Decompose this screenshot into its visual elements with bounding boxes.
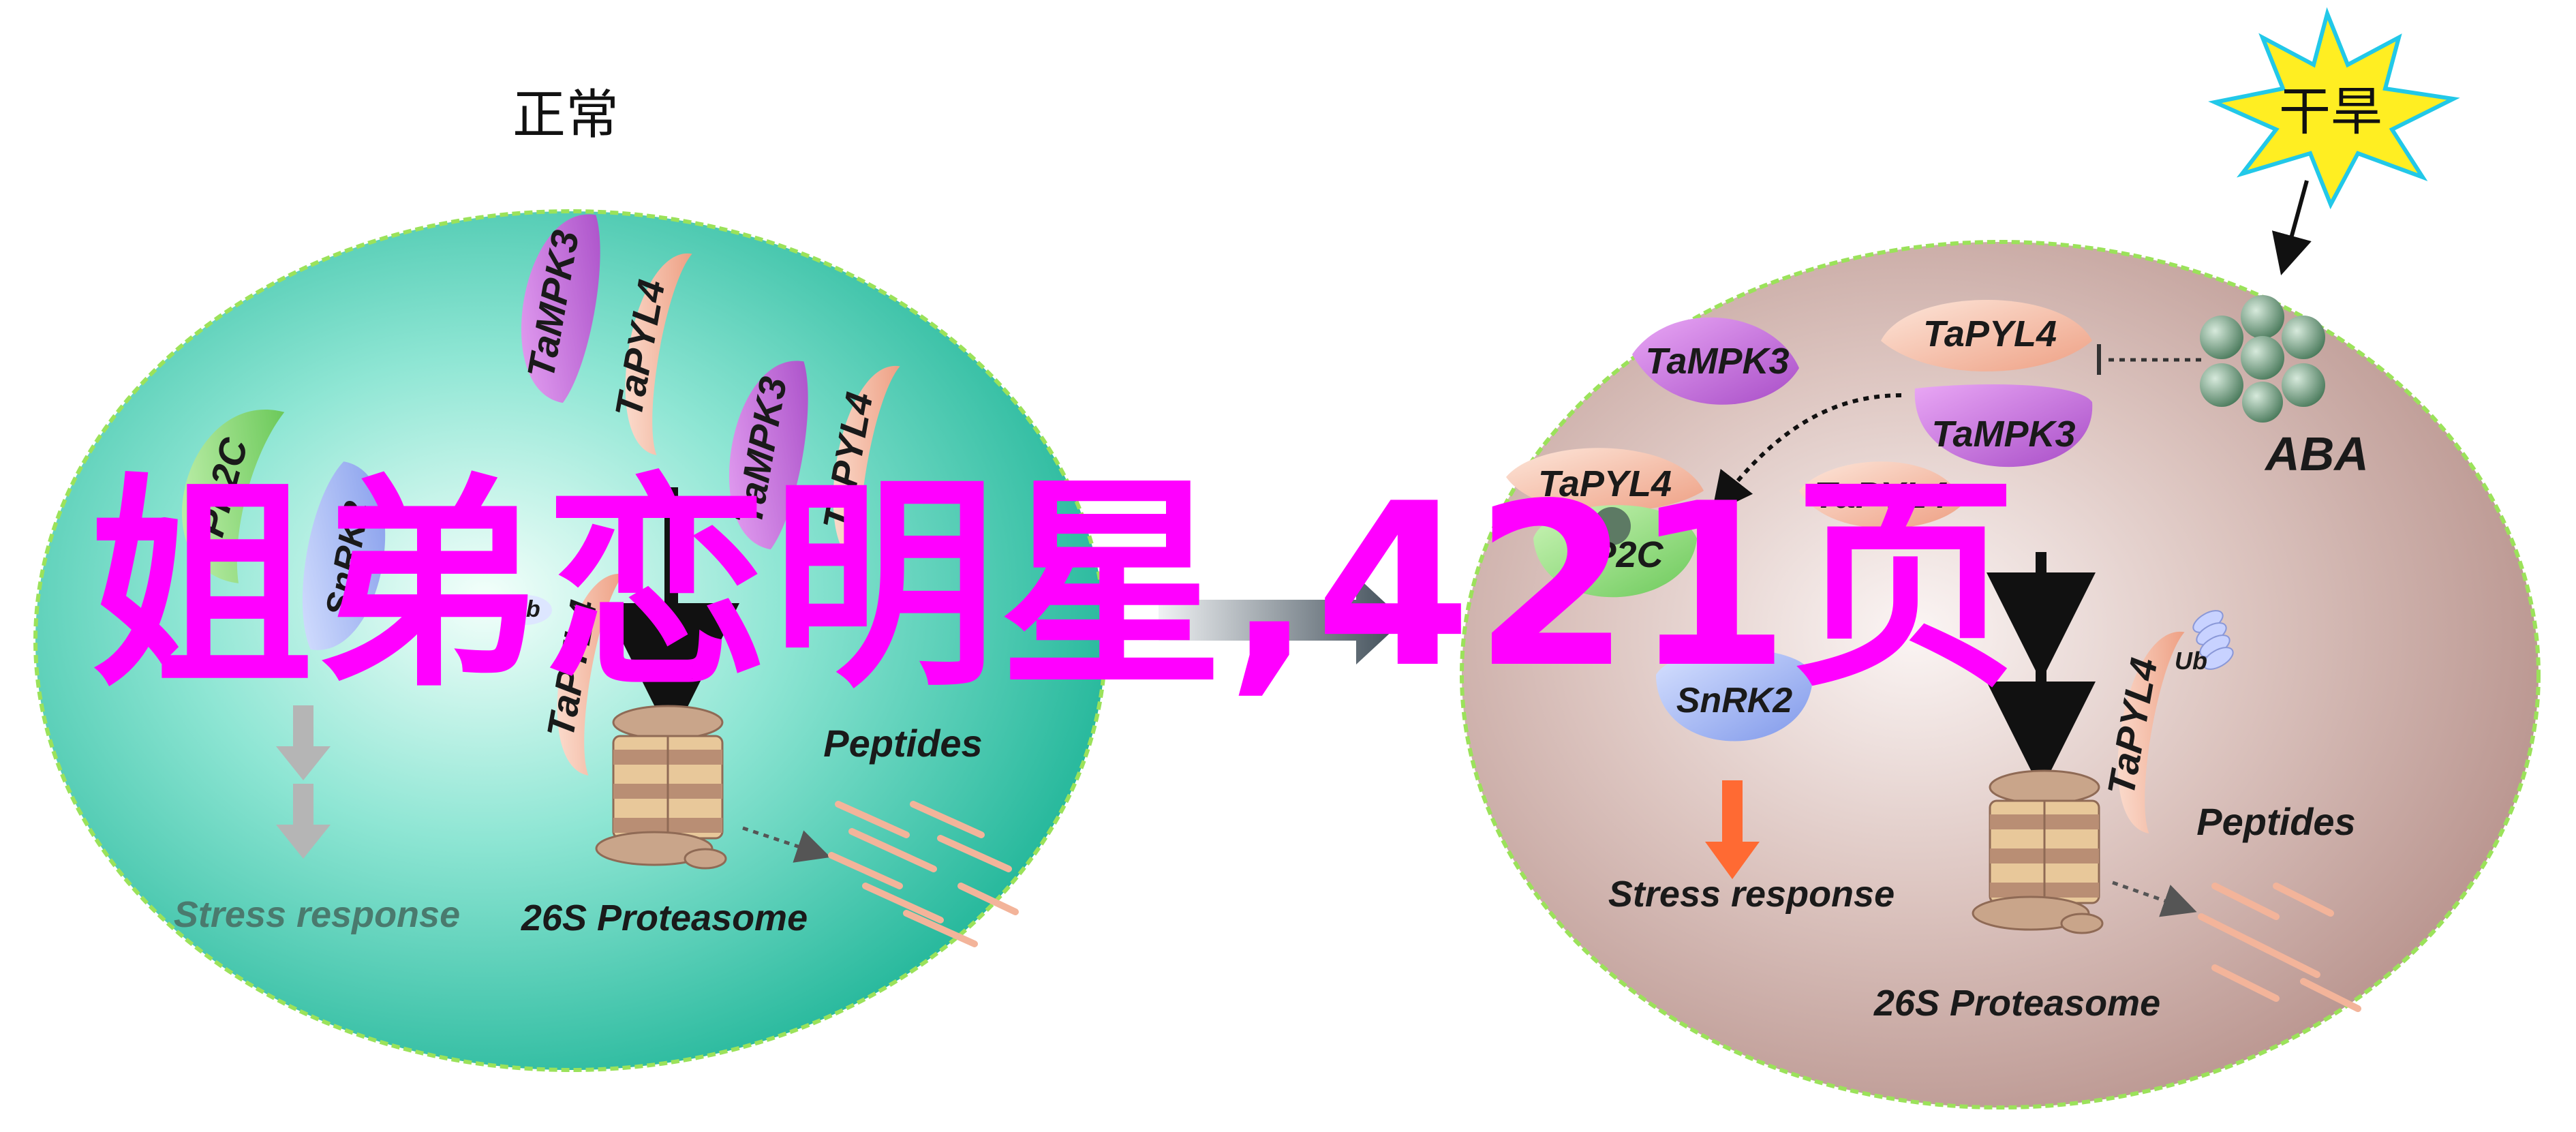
drought-cell-panel: 干旱 ABA TaMPK3 TaPYL4 TaMPK3 [1460,7,2541,1110]
drought-burst: 干旱 [2208,7,2460,210]
tapyl4-hidden-protein: TaPYL4 [1799,461,1963,529]
snrk2-drought-protein: SnRK2 [1656,649,1813,741]
ub-label: Ub [509,596,540,622]
tampk3-left-protein: TaMPK3 [1632,317,1799,405]
proteasome-label: 26S Proteasome [521,898,808,938]
drought-title: 干旱 [2279,81,2382,142]
tapyl4-top-drought-label: TaPYL4 [1923,313,2057,354]
aba-cluster [2200,295,2325,423]
proteasome-normal [595,705,727,870]
aba-label: ABA [2264,427,2369,480]
ub-chain-drought [2192,610,2234,670]
transition-arrow [1159,576,1404,664]
drought-proteasome-to-peptides-arrow [2112,881,2197,917]
peptides-drought-label: Peptides [2196,800,2355,843]
peptides-label: Peptides [823,722,982,765]
proteasome-drought [1972,769,2104,934]
tampk3-left-label: TaMPK3 [1645,341,1789,382]
tapyl4-left-label: TaPYL4 [1538,463,1672,504]
normal-cell-panel: 正常 TaMPK3 TaPYL4 TaMPK3 TaPYL4 PP2C [33,85,1107,1072]
proteasome-drought-label: 26S Proteasome [1873,983,2160,1024]
snrk2-drought-label: SnRK2 [1676,681,1793,720]
tapyl4-left-protein: TaPYL4 [1506,448,1704,513]
tampk3-right-protein: TaMPK3 [1914,384,2093,468]
normal-title: 正常 [512,85,619,146]
tapyl4-top-drought-protein: TaPYL4 [1881,300,2092,371]
drought-to-aba-arrow [2271,180,2312,275]
stress-response-label: Stress response [174,894,460,935]
pp2c-drought-protein: PP2C [1533,505,1697,598]
snrk2-protein: SnRK2 [302,461,386,650]
proteasome-to-peptides-arrow [742,826,831,863]
tampk3-top-protein: TaMPK3 [519,214,600,403]
tapyl4-hidden-label: TaPYL4 [1814,475,1948,516]
active-stress-arrow [1705,780,1760,879]
inactive-stress-arrows [276,705,331,859]
pp2c-drought-label: PP2C [1567,534,1663,575]
peptides-fragments [828,801,1019,947]
peptides-drought-fragments [2198,883,2361,1012]
stress-response-drought-label: Stress response [1608,874,1895,915]
ub-chain: Ub [497,595,552,625]
tampk3-right-label: TaMPK3 [1931,414,2075,455]
ub-drought-label: Ub [2175,647,2207,675]
overlay-watermark-text: 姐弟恋明星,421页 [89,455,2021,717]
